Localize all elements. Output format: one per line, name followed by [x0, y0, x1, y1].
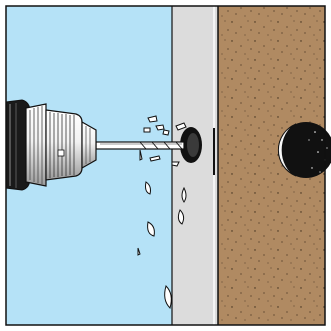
drywall-panel — [172, 6, 218, 325]
drill-bit-icon — [96, 142, 184, 149]
wall-cavity-hole — [278, 122, 331, 178]
